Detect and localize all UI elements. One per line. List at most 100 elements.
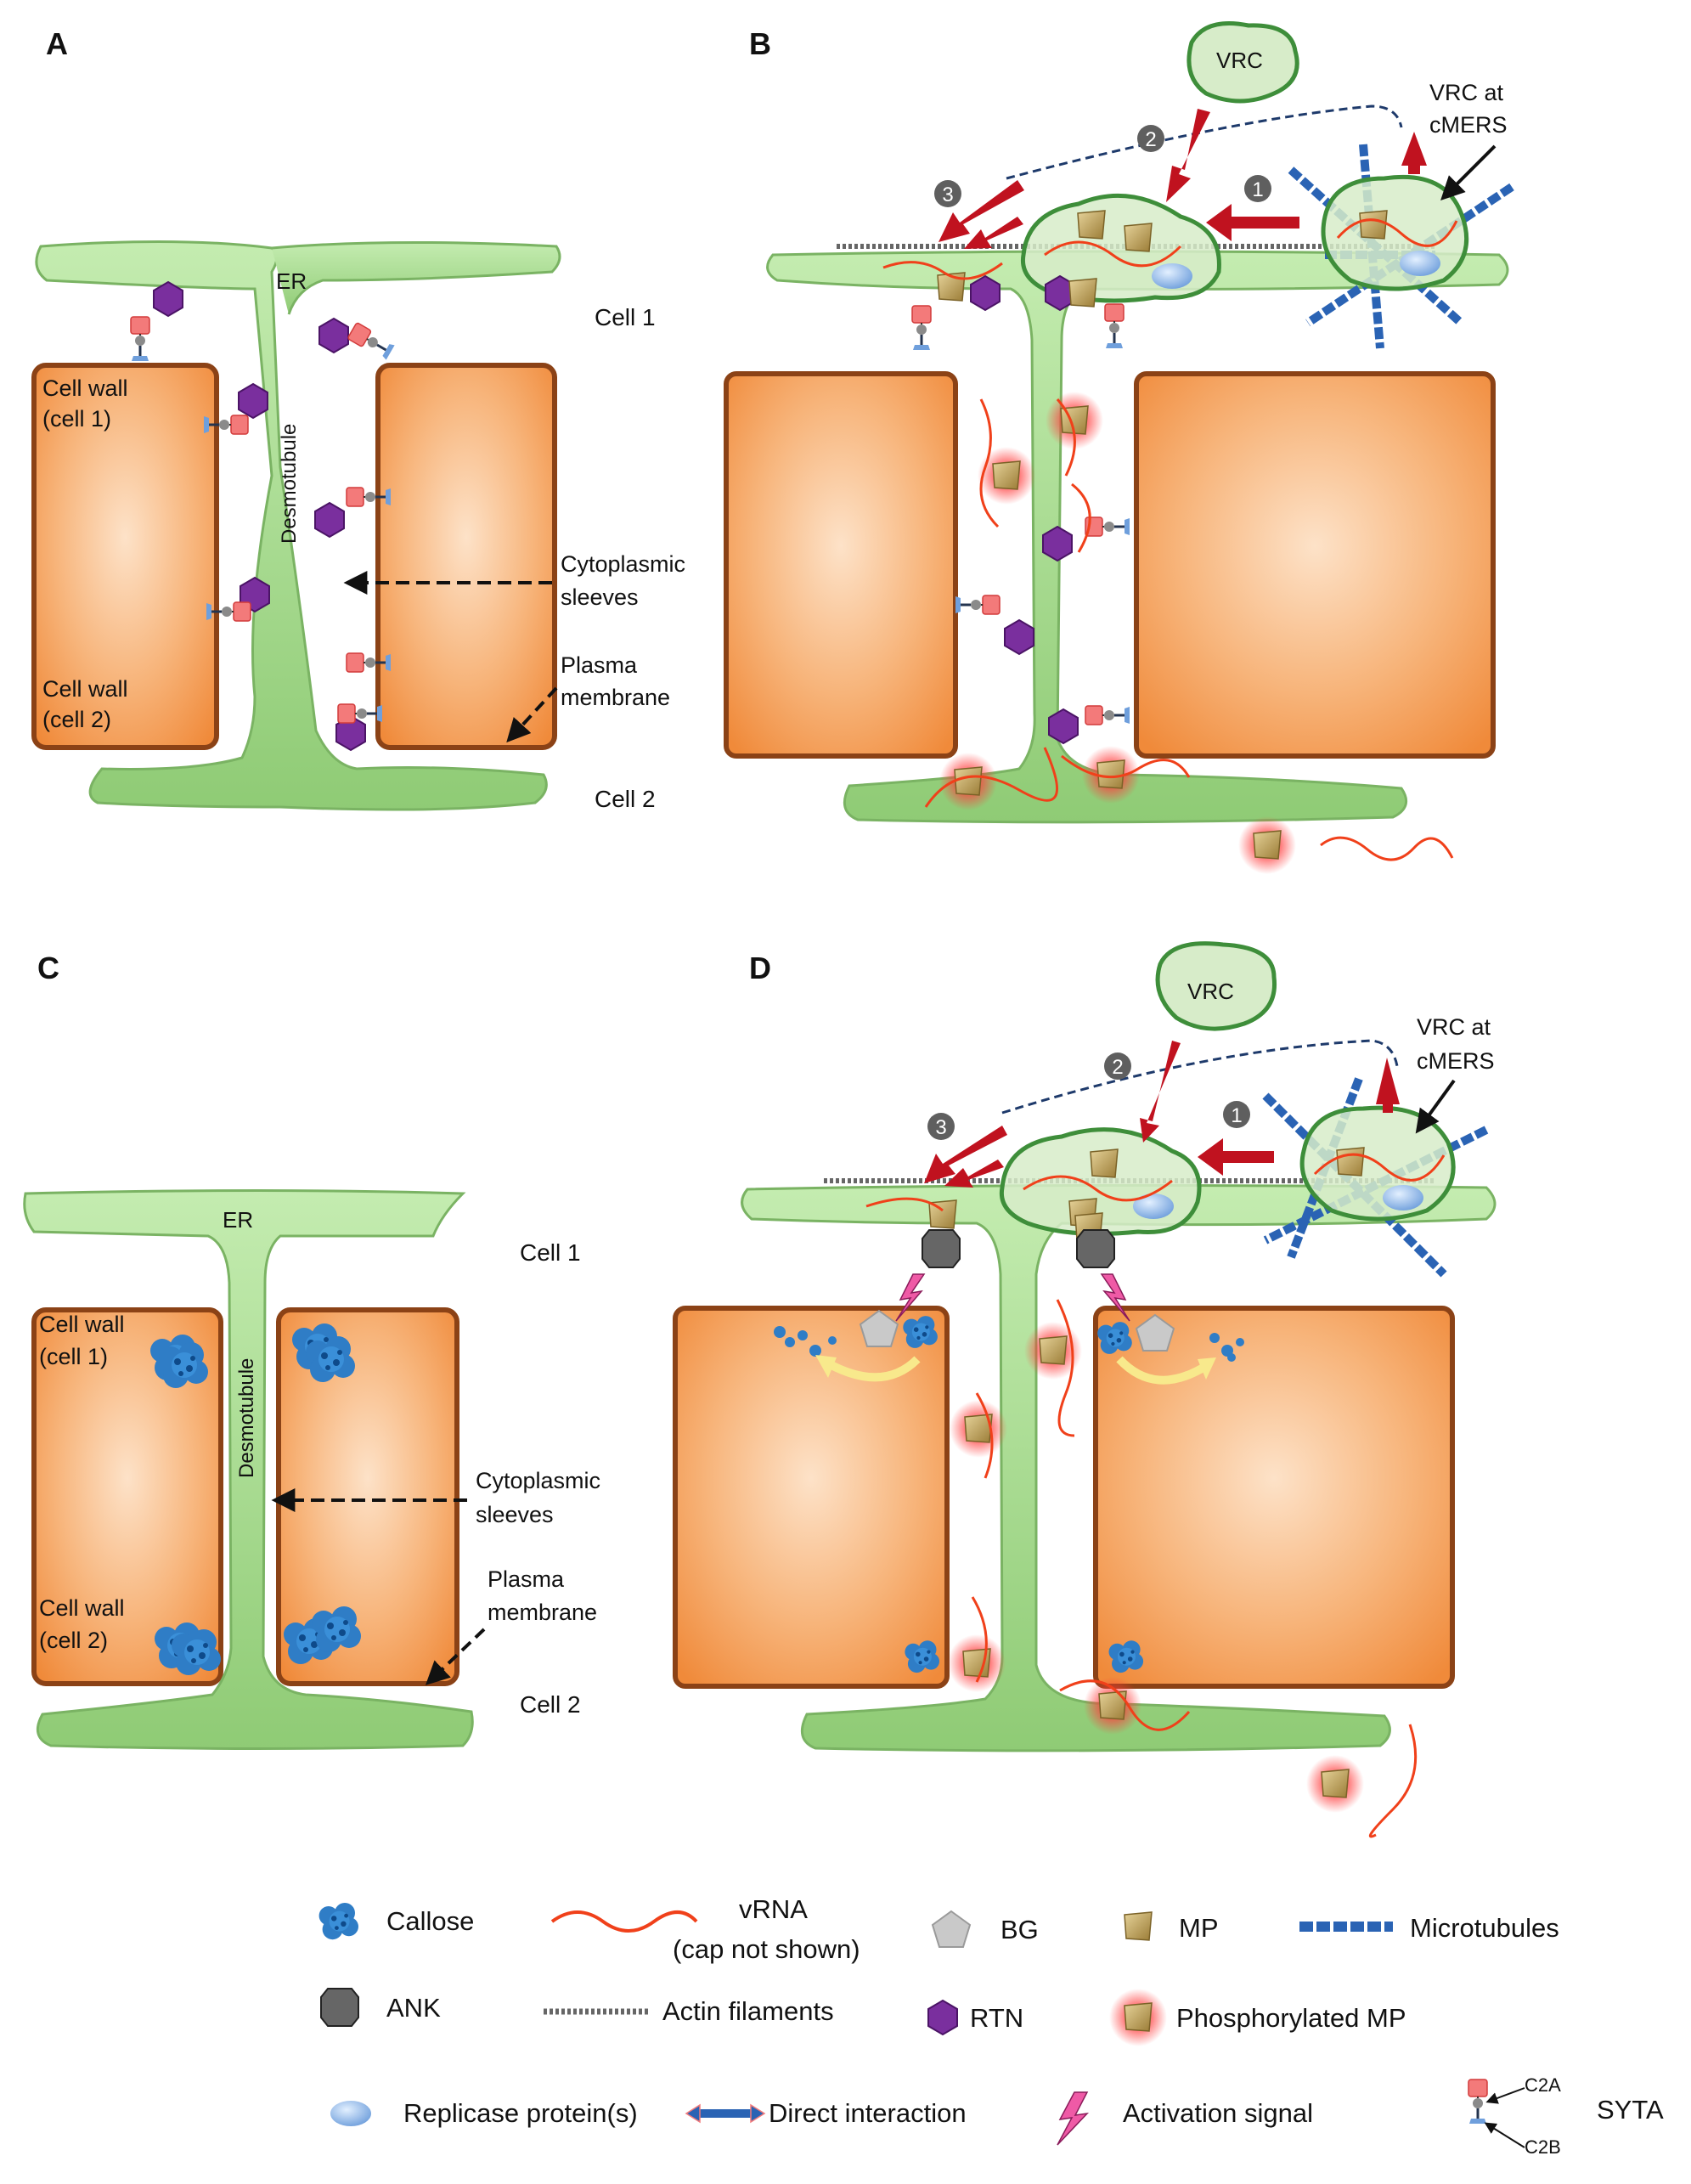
legend-direct-arrow-right bbox=[750, 2103, 766, 2124]
phospho-mp bbox=[1237, 815, 1297, 875]
wall2-label-line2: (cell 2) bbox=[39, 1628, 108, 1653]
vrc-blob bbox=[1187, 21, 1299, 104]
step1-arrow bbox=[1206, 204, 1299, 241]
legend-ank: ANK bbox=[386, 1993, 441, 2023]
er-label: ER bbox=[276, 268, 307, 294]
cell-wall-left bbox=[31, 1307, 223, 1686]
mp-protein bbox=[1336, 1147, 1365, 1177]
legend-c2b: C2B bbox=[1525, 2136, 1561, 2158]
sleeves-label-line2: sleeves bbox=[561, 584, 639, 610]
er-network bbox=[35, 240, 548, 811]
er-network bbox=[766, 250, 1509, 824]
legend-microtubules: Microtubules bbox=[1410, 1913, 1559, 1943]
legend-phospho-mp-icon bbox=[1108, 1988, 1168, 2047]
route-dashed-line bbox=[1001, 1039, 1399, 1115]
mp-protein bbox=[1068, 278, 1097, 308]
degradation-arrowhead bbox=[1198, 1357, 1216, 1380]
legend-syta-icon bbox=[1467, 2078, 1489, 2125]
vrna-strand bbox=[1044, 240, 1182, 268]
export-arrow bbox=[1401, 132, 1427, 174]
ank-protein bbox=[922, 1229, 961, 1268]
callose-deposit bbox=[159, 1342, 208, 1388]
rtn-protein bbox=[970, 275, 1001, 311]
step2-number: 2 bbox=[1112, 1056, 1123, 1079]
legend-phospho-mp: Phosphorylated MP bbox=[1176, 2003, 1406, 2033]
callose-deposit bbox=[1108, 1640, 1144, 1673]
er-network bbox=[741, 1183, 1497, 1752]
cell-wall-left bbox=[31, 363, 219, 750]
step2-arrow bbox=[1166, 109, 1210, 202]
legend-mp-icon bbox=[1124, 1911, 1153, 1941]
step3-arrow-small bbox=[944, 1160, 1004, 1188]
panel-d-letter: D bbox=[749, 951, 771, 985]
er-label: ER bbox=[223, 1207, 253, 1233]
legend-c2a-pointer bbox=[1485, 2087, 1525, 2104]
rtn-protein bbox=[318, 318, 349, 353]
legend-direct-arrow-left bbox=[685, 2103, 701, 2124]
wall1-label-line1: Cell wall bbox=[39, 1312, 125, 1337]
legend-callose-icon bbox=[318, 1903, 358, 1940]
step1-number: 1 bbox=[1252, 178, 1263, 201]
cell-wall-left bbox=[673, 1306, 950, 1689]
step1-number: 1 bbox=[1231, 1104, 1242, 1127]
pm-pointer bbox=[425, 1628, 486, 1685]
panel-c: C ER Desmotubule Cell wall (cell 1) Cell… bbox=[23, 951, 600, 1750]
callose-deposit bbox=[306, 1336, 355, 1382]
pm-pointer bbox=[506, 686, 558, 743]
callose-deposit bbox=[903, 1316, 938, 1348]
vrc-at-label-line1: VRC at bbox=[1417, 1014, 1491, 1040]
syta-protein bbox=[129, 315, 151, 363]
pm-label-line1: Plasma bbox=[488, 1566, 565, 1592]
cell-wall-right bbox=[375, 363, 557, 750]
mp-protein bbox=[1124, 223, 1153, 252]
degradation-arrow bbox=[1116, 1356, 1209, 1385]
vrc-label: VRC bbox=[1216, 48, 1263, 73]
vrna-strand bbox=[1313, 1153, 1446, 1182]
panel-a: A ER Desmotubule Cell wall (cell 1) Cell… bbox=[31, 26, 685, 812]
panel-b: B VRC VRC at cMERS bbox=[724, 21, 1514, 875]
cell-wall-left bbox=[724, 371, 958, 759]
degradation-arrow bbox=[826, 1356, 921, 1382]
callose-deposit bbox=[905, 1640, 939, 1673]
pm-label-line1: Plasma bbox=[561, 652, 638, 678]
syta-protein bbox=[1103, 302, 1125, 350]
legend-syta: SYTA bbox=[1597, 2095, 1664, 2125]
legend-vrna-line1: vRNA bbox=[739, 1894, 808, 1924]
phospho-mp bbox=[947, 1634, 1006, 1693]
desmotubule-label: Desmotubule bbox=[235, 1358, 258, 1478]
panel-d: D VRC VRC at cMERS 1 bbox=[673, 941, 1497, 1838]
step3-arrow bbox=[924, 1126, 1007, 1183]
callose-deposit bbox=[1097, 1322, 1132, 1354]
desmotubule-label: Desmotubule bbox=[278, 424, 301, 544]
legend-rtn: RTN bbox=[970, 2003, 1023, 2033]
sleeves-label-line2: sleeves bbox=[476, 1502, 554, 1527]
rtn-protein bbox=[153, 281, 183, 317]
legend-direct: Direct interaction bbox=[769, 2098, 967, 2128]
sleeves-label-line1: Cytoplasmic bbox=[561, 551, 685, 577]
rtn-protein bbox=[1004, 619, 1034, 655]
step2-number: 2 bbox=[1145, 128, 1156, 151]
cell-wall-right bbox=[1134, 371, 1496, 759]
pm-label-line2: membrane bbox=[488, 1600, 597, 1625]
route-dashed-line bbox=[1006, 104, 1403, 180]
step3-number: 3 bbox=[942, 183, 953, 206]
legend-replicase-icon bbox=[330, 2101, 371, 2126]
phospho-mp bbox=[1305, 1754, 1365, 1814]
syta-protein bbox=[1084, 704, 1131, 726]
phospho-mp bbox=[1083, 1676, 1142, 1735]
vrc-blob bbox=[1155, 941, 1277, 1031]
phospho-mp bbox=[949, 1399, 1008, 1459]
legend-bg-icon bbox=[932, 1910, 971, 1948]
activation-signal bbox=[895, 1273, 926, 1322]
cell1-label: Cell 1 bbox=[520, 1239, 581, 1266]
legend-callose: Callose bbox=[386, 1906, 474, 1936]
cell2-label: Cell 2 bbox=[595, 786, 656, 812]
wall2-label-line1: Cell wall bbox=[42, 676, 128, 702]
callose-deposit bbox=[312, 1606, 361, 1652]
mp-protein bbox=[1090, 1148, 1119, 1178]
sleeves-label-line1: Cytoplasmic bbox=[476, 1468, 600, 1493]
cell-wall-right bbox=[1093, 1306, 1455, 1689]
panel-c-letter: C bbox=[37, 951, 59, 985]
er-network-right bbox=[271, 240, 561, 315]
